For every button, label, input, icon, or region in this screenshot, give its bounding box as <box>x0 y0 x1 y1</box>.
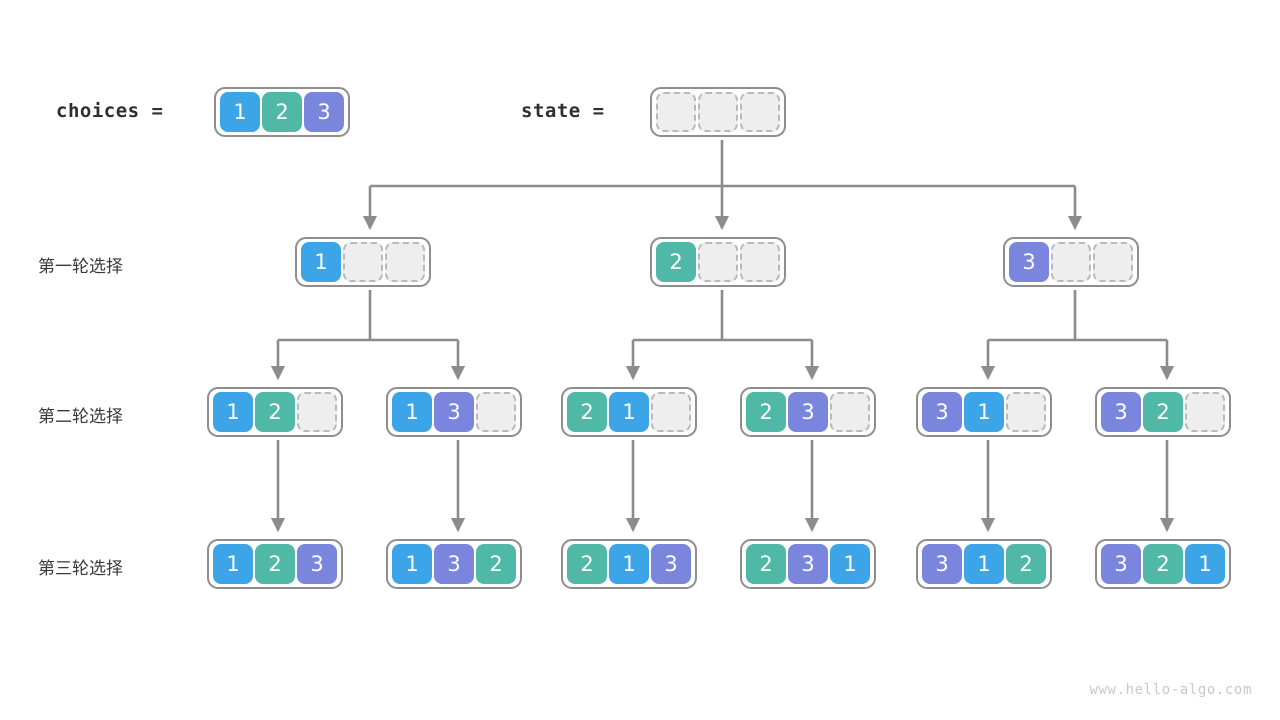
array-cell: 3 <box>1009 242 1049 282</box>
array-cell: 2 <box>255 544 295 584</box>
array-cell-empty <box>476 392 516 432</box>
array-cell: 2 <box>255 392 295 432</box>
array-cell: 2 <box>567 392 607 432</box>
array-cell-empty <box>740 92 780 132</box>
array-cell-empty <box>651 392 691 432</box>
array-cell-empty <box>1006 392 1046 432</box>
array-cell: 2 <box>746 392 786 432</box>
array-cell: 1 <box>1185 544 1225 584</box>
array-cell: 1 <box>301 242 341 282</box>
array-cell: 3 <box>1101 392 1141 432</box>
state-array <box>650 87 786 137</box>
round1-node-3: 3 <box>1003 237 1139 287</box>
array-cell-empty <box>698 242 738 282</box>
watermark: www.hello-algo.com <box>1089 682 1252 698</box>
array-cell-empty <box>343 242 383 282</box>
choices-label: choices = <box>56 100 164 122</box>
state-label: state = <box>521 100 605 122</box>
array-cell-empty <box>830 392 870 432</box>
array-cell: 3 <box>922 392 962 432</box>
array-cell: 3 <box>297 544 337 584</box>
array-cell-empty <box>656 92 696 132</box>
array-cell: 1 <box>213 544 253 584</box>
array-cell: 1 <box>392 392 432 432</box>
array-cell: 1 <box>964 544 1004 584</box>
array-cell: 2 <box>656 242 696 282</box>
array-cell-empty <box>385 242 425 282</box>
array-cell: 3 <box>434 392 474 432</box>
array-cell-empty <box>740 242 780 282</box>
array-cell-empty <box>1185 392 1225 432</box>
array-cell-empty <box>698 92 738 132</box>
round1-node-1: 1 <box>295 237 431 287</box>
array-cell-empty <box>1051 242 1091 282</box>
array-cell: 2 <box>262 92 302 132</box>
row-label-round-3: 第三轮选择 <box>38 559 123 579</box>
array-cell: 1 <box>609 392 649 432</box>
row-label-round-2: 第二轮选择 <box>38 407 123 427</box>
array-cell: 3 <box>788 544 828 584</box>
array-cell: 3 <box>651 544 691 584</box>
array-cell: 3 <box>434 544 474 584</box>
array-cell: 3 <box>1101 544 1141 584</box>
array-cell: 1 <box>392 544 432 584</box>
array-cell: 2 <box>476 544 516 584</box>
array-cell: 2 <box>1143 392 1183 432</box>
array-cell: 3 <box>304 92 344 132</box>
array-cell: 1 <box>964 392 1004 432</box>
array-cell-empty <box>1093 242 1133 282</box>
array-cell: 1 <box>830 544 870 584</box>
row-label-round-1: 第一轮选择 <box>38 257 123 277</box>
array-cell: 2 <box>1006 544 1046 584</box>
array-cell: 2 <box>1143 544 1183 584</box>
array-cell: 3 <box>788 392 828 432</box>
array-cell: 2 <box>567 544 607 584</box>
array-cell: 1 <box>213 392 253 432</box>
array-cell: 2 <box>746 544 786 584</box>
array-cell: 1 <box>220 92 260 132</box>
round1-node-2: 2 <box>650 237 786 287</box>
array-cell: 3 <box>922 544 962 584</box>
array-cell-empty <box>297 392 337 432</box>
array-cell: 1 <box>609 544 649 584</box>
